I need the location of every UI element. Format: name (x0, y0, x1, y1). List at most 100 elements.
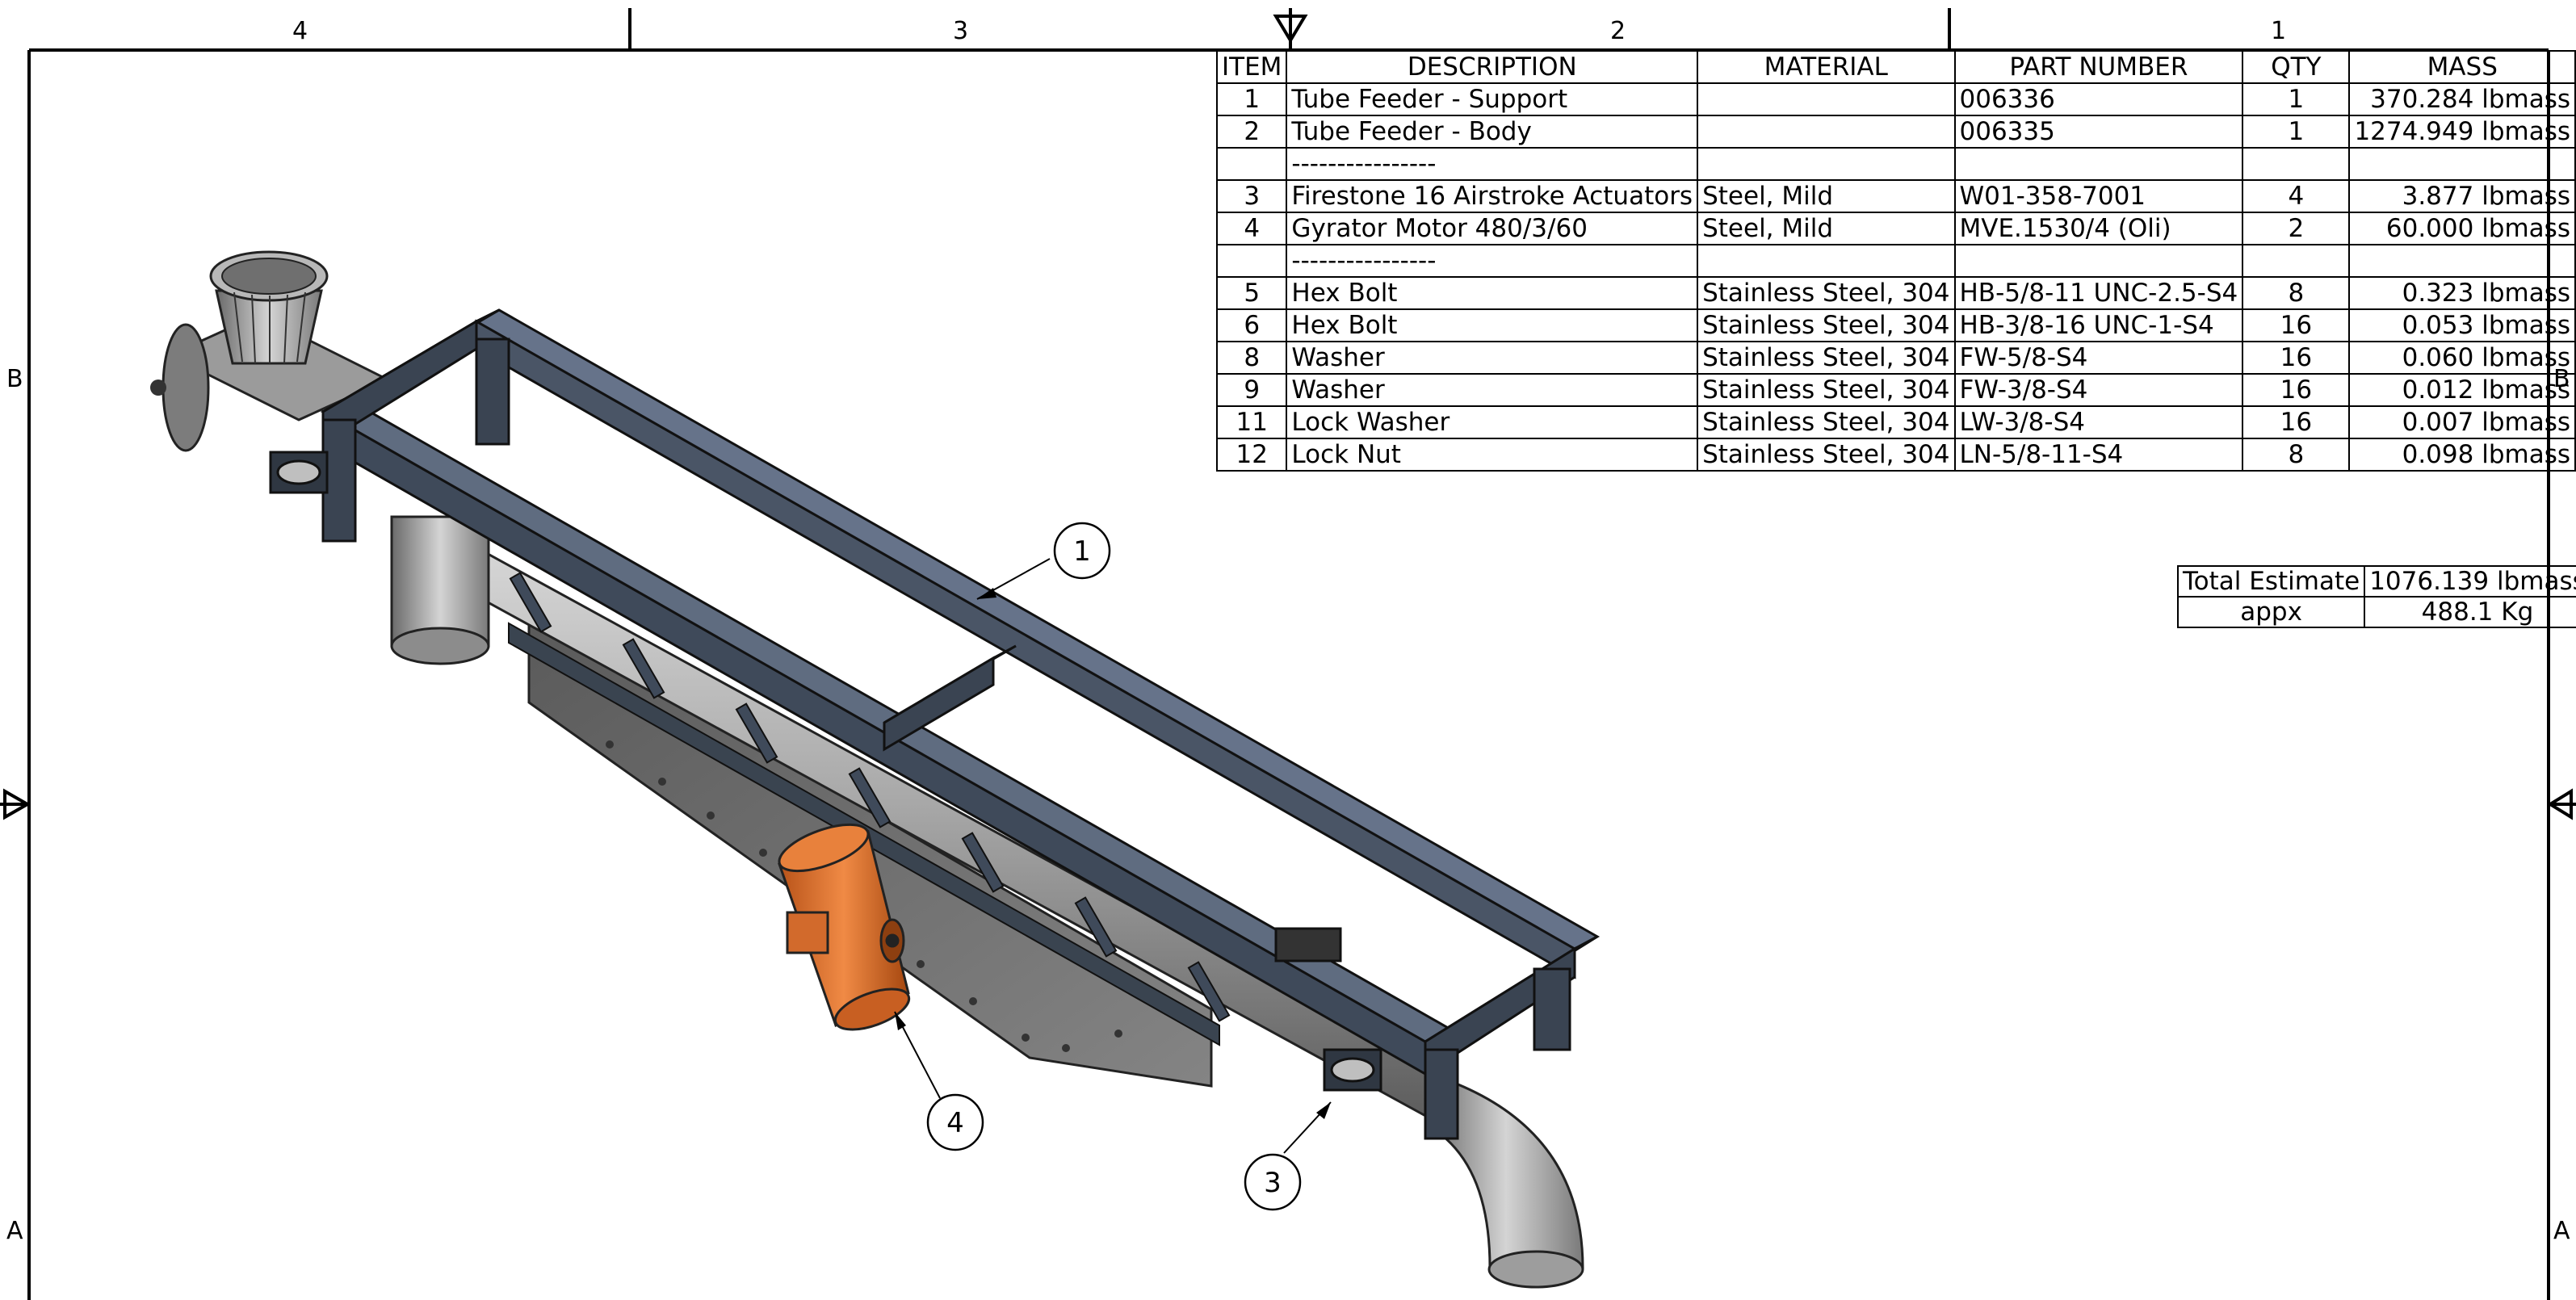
bom-cell-material: Stainless Steel, 304 (1697, 341, 1956, 375)
bom-cell-part-number: FW-5/8-S4 (1953, 341, 2244, 375)
bom-cell-mass: 0.323 lbmass (2348, 276, 2576, 310)
bom-cell-description: ---------------- (1286, 244, 1699, 278)
balloon-4-label: 4 (946, 1107, 964, 1139)
totals-row-estimate: Total Estimate 1076.139 lbmass (2176, 565, 2576, 598)
bom-cell-mass: 0.060 lbmass (2348, 341, 2576, 375)
bom-cell-mass (2348, 244, 2576, 278)
balloon-1: 1 (976, 522, 1111, 600)
bom-cell-material: Stainless Steel, 304 (1697, 373, 1956, 407)
balloon-3-label: 3 (1264, 1167, 1282, 1199)
bom-cell-mass: 370.284 lbmass (2348, 82, 2576, 116)
bom-cell-material: Steel, Mild (1697, 212, 1956, 245)
support-frame (269, 308, 1601, 1140)
bom-cell-part-number: W01-358-7001 (1953, 179, 2244, 213)
bom-cell-part-number: 006336 (1953, 82, 2244, 116)
bom-header-row: ITEM DESCRIPTION MATERIAL PART NUMBER QT… (1215, 50, 2576, 84)
bom-cell-description: Tube Feeder - Support (1286, 82, 1699, 116)
bom-cell-item: 4 (1215, 212, 1288, 245)
bom-cell-mass: 0.098 lbmass (2348, 438, 2576, 472)
bom-cell-material: Stainless Steel, 304 (1697, 308, 1956, 342)
bom-cell-qty: 1 (2242, 115, 2351, 149)
assembly-view (150, 250, 1601, 1289)
bom-cell-part-number (1953, 147, 2244, 181)
bom-cell-material: Stainless Steel, 304 (1697, 276, 1956, 310)
centering-mark-left (0, 788, 31, 820)
bom-cell-part-number: MVE.1530/4 (Oli) (1953, 212, 2244, 245)
bom-cell-item: 11 (1215, 405, 1288, 439)
bom-header-qty: QTY (2242, 50, 2351, 84)
bill-of-materials-table: ITEM DESCRIPTION MATERIAL PART NUMBER QT… (1215, 50, 2576, 472)
bom-cell-material: Steel, Mild (1697, 179, 1956, 213)
bom-cell-qty: 8 (2242, 438, 2351, 472)
bom-cell-mass: 0.053 lbmass (2348, 308, 2576, 342)
bom-cell-description: Washer (1286, 341, 1699, 375)
bom-cell-item (1215, 147, 1288, 181)
bom-cell-part-number: 006335 (1953, 115, 2244, 149)
bom-row: ---------------- (1215, 244, 2576, 278)
total-estimate-value: 1076.139 lbmass (2364, 565, 2576, 598)
zone-label-top-1: 1 (2271, 17, 2287, 45)
bom-cell-item: 5 (1215, 276, 1288, 310)
bom-cell-item: 12 (1215, 438, 1288, 472)
bom-cell-material (1697, 82, 1956, 116)
zone-label-top-2: 2 (1610, 17, 1626, 45)
bom-row: ---------------- (1215, 147, 2576, 181)
bom-cell-item: 6 (1215, 308, 1288, 342)
bom-header-part-number: PART NUMBER (1953, 50, 2244, 84)
bom-cell-description: ---------------- (1286, 147, 1699, 181)
bom-cell-qty: 16 (2242, 373, 2351, 407)
bom-header-material: MATERIAL (1697, 50, 1956, 84)
bom-cell-mass: 60.000 lbmass (2348, 212, 2576, 245)
bom-cell-description: Hex Bolt (1286, 276, 1699, 310)
bom-cell-item: 9 (1215, 373, 1288, 407)
zone-label-right-a: A (2553, 1217, 2570, 1245)
bom-cell-item: 2 (1215, 115, 1288, 149)
bom-cell-description: Lock Washer (1286, 405, 1699, 439)
bom-cell-material (1697, 115, 1956, 149)
bom-cell-mass: 0.007 lbmass (2348, 405, 2576, 439)
bom-cell-item (1215, 244, 1288, 278)
bom-cell-description: Gyrator Motor 480/3/60 (1286, 212, 1699, 245)
bom-cell-item: 3 (1215, 179, 1288, 213)
bom-cell-qty: 4 (2242, 179, 2351, 213)
bom-cell-mass: 1274.949 lbmass (2348, 115, 2576, 149)
bom-cell-part-number (1953, 244, 2244, 278)
zone-label-left-a: A (6, 1217, 23, 1245)
bom-cell-mass: 0.012 lbmass (2348, 373, 2576, 407)
bom-cell-mass: 3.877 lbmass (2348, 179, 2576, 213)
total-estimate-label: Total Estimate (2176, 565, 2366, 598)
centering-mark-right (2547, 788, 2576, 820)
balloon-3: 3 (1244, 1101, 1332, 1211)
bom-cell-material: Stainless Steel, 304 (1697, 438, 1956, 472)
appx-label: appx (2176, 596, 2366, 628)
bom-cell-qty (2242, 147, 2351, 181)
bom-cell-qty: 1 (2242, 82, 2351, 116)
totals-row-appx: appx 488.1 Kg (2176, 596, 2576, 628)
inlet-hopper (150, 250, 490, 665)
bom-cell-qty: 16 (2242, 308, 2351, 342)
bom-cell-material (1697, 244, 1956, 278)
bom-cell-item: 8 (1215, 341, 1288, 375)
bom-header-item: ITEM (1215, 50, 1288, 84)
bom-cell-material: Stainless Steel, 304 (1697, 405, 1956, 439)
feeder-tube (463, 539, 1439, 1125)
bom-cell-part-number: HB-3/8-16 UNC-1-S4 (1953, 308, 2244, 342)
mass-totals-table: Total Estimate 1076.139 lbmass appx 488.… (2176, 565, 2576, 628)
bom-cell-description: Lock Nut (1286, 438, 1699, 472)
bom-cell-part-number: FW-3/8-S4 (1953, 373, 2244, 407)
bom-cell-material (1697, 147, 1956, 181)
bom-cell-qty: 8 (2242, 276, 2351, 310)
balloon-4: 4 (894, 1011, 984, 1151)
bom-cell-qty: 2 (2242, 212, 2351, 245)
bom-cell-part-number: LW-3/8-S4 (1953, 405, 2244, 439)
bom-cell-qty (2242, 244, 2351, 278)
